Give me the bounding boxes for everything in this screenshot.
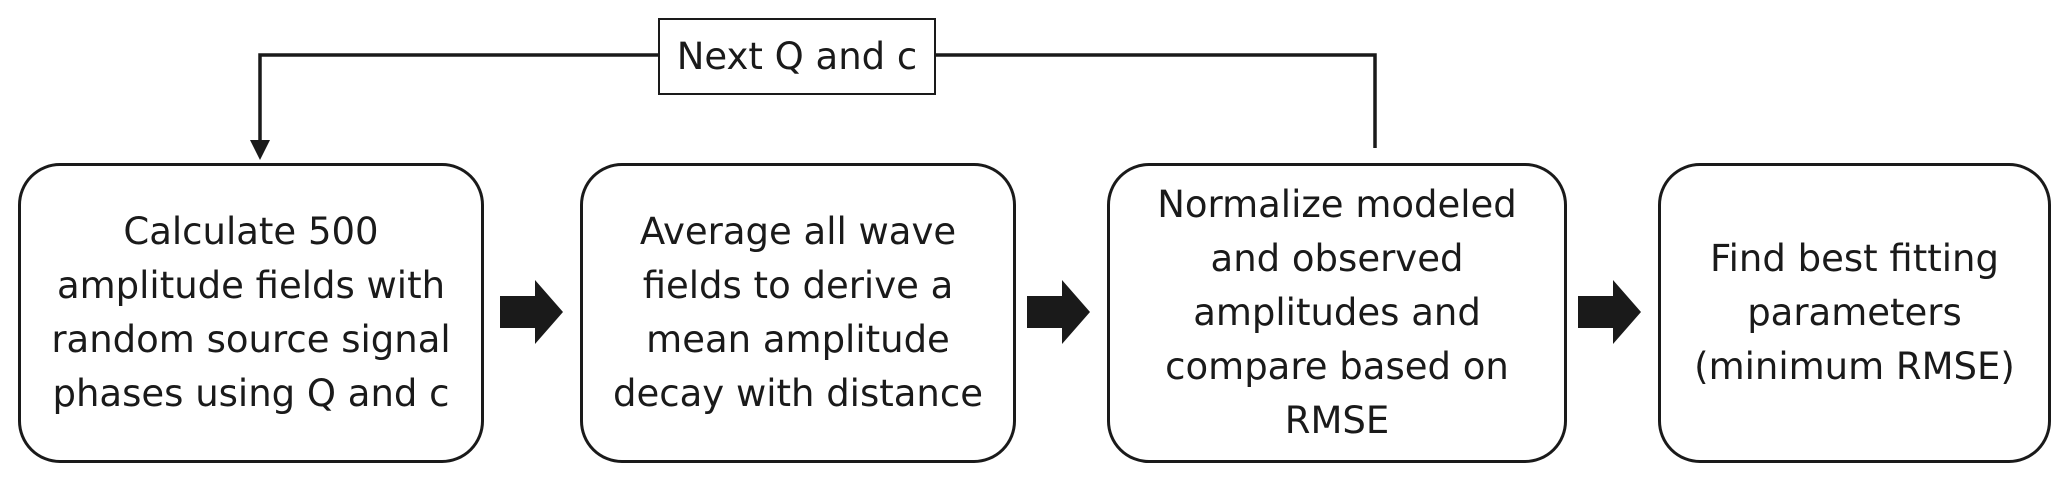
flow-arrow-3-to-4 <box>1578 280 1641 344</box>
step-text-calculate: Calculate 500 amplitude fields with rand… <box>51 210 451 415</box>
step-box-best-fit: Find best fitting parameters (minimum RM… <box>1658 163 2051 463</box>
step-text-normalize: Normalize modeled and observed amplitude… <box>1157 183 1517 442</box>
flow-arrow-1-to-2 <box>500 280 563 344</box>
loop-label-box: Next Q and c <box>658 18 936 95</box>
loop-label-text: Next Q and c <box>676 35 918 78</box>
feedback-loop-line <box>936 53 1377 148</box>
step-box-normalize: Normalize modeled and observed amplitude… <box>1107 163 1567 463</box>
feedback-arrowhead <box>250 140 270 160</box>
step-text-average: Average all wave fields to derive a mean… <box>613 210 983 415</box>
step-box-average: Average all wave fields to derive a mean… <box>580 163 1016 463</box>
flow-arrow-2-to-3 <box>1027 280 1090 344</box>
feedback-loop-line-left <box>258 53 658 142</box>
step-box-calculate: Calculate 500 amplitude fields with rand… <box>18 163 484 463</box>
step-text-best-fit: Find best fitting parameters (minimum RM… <box>1694 237 2015 388</box>
